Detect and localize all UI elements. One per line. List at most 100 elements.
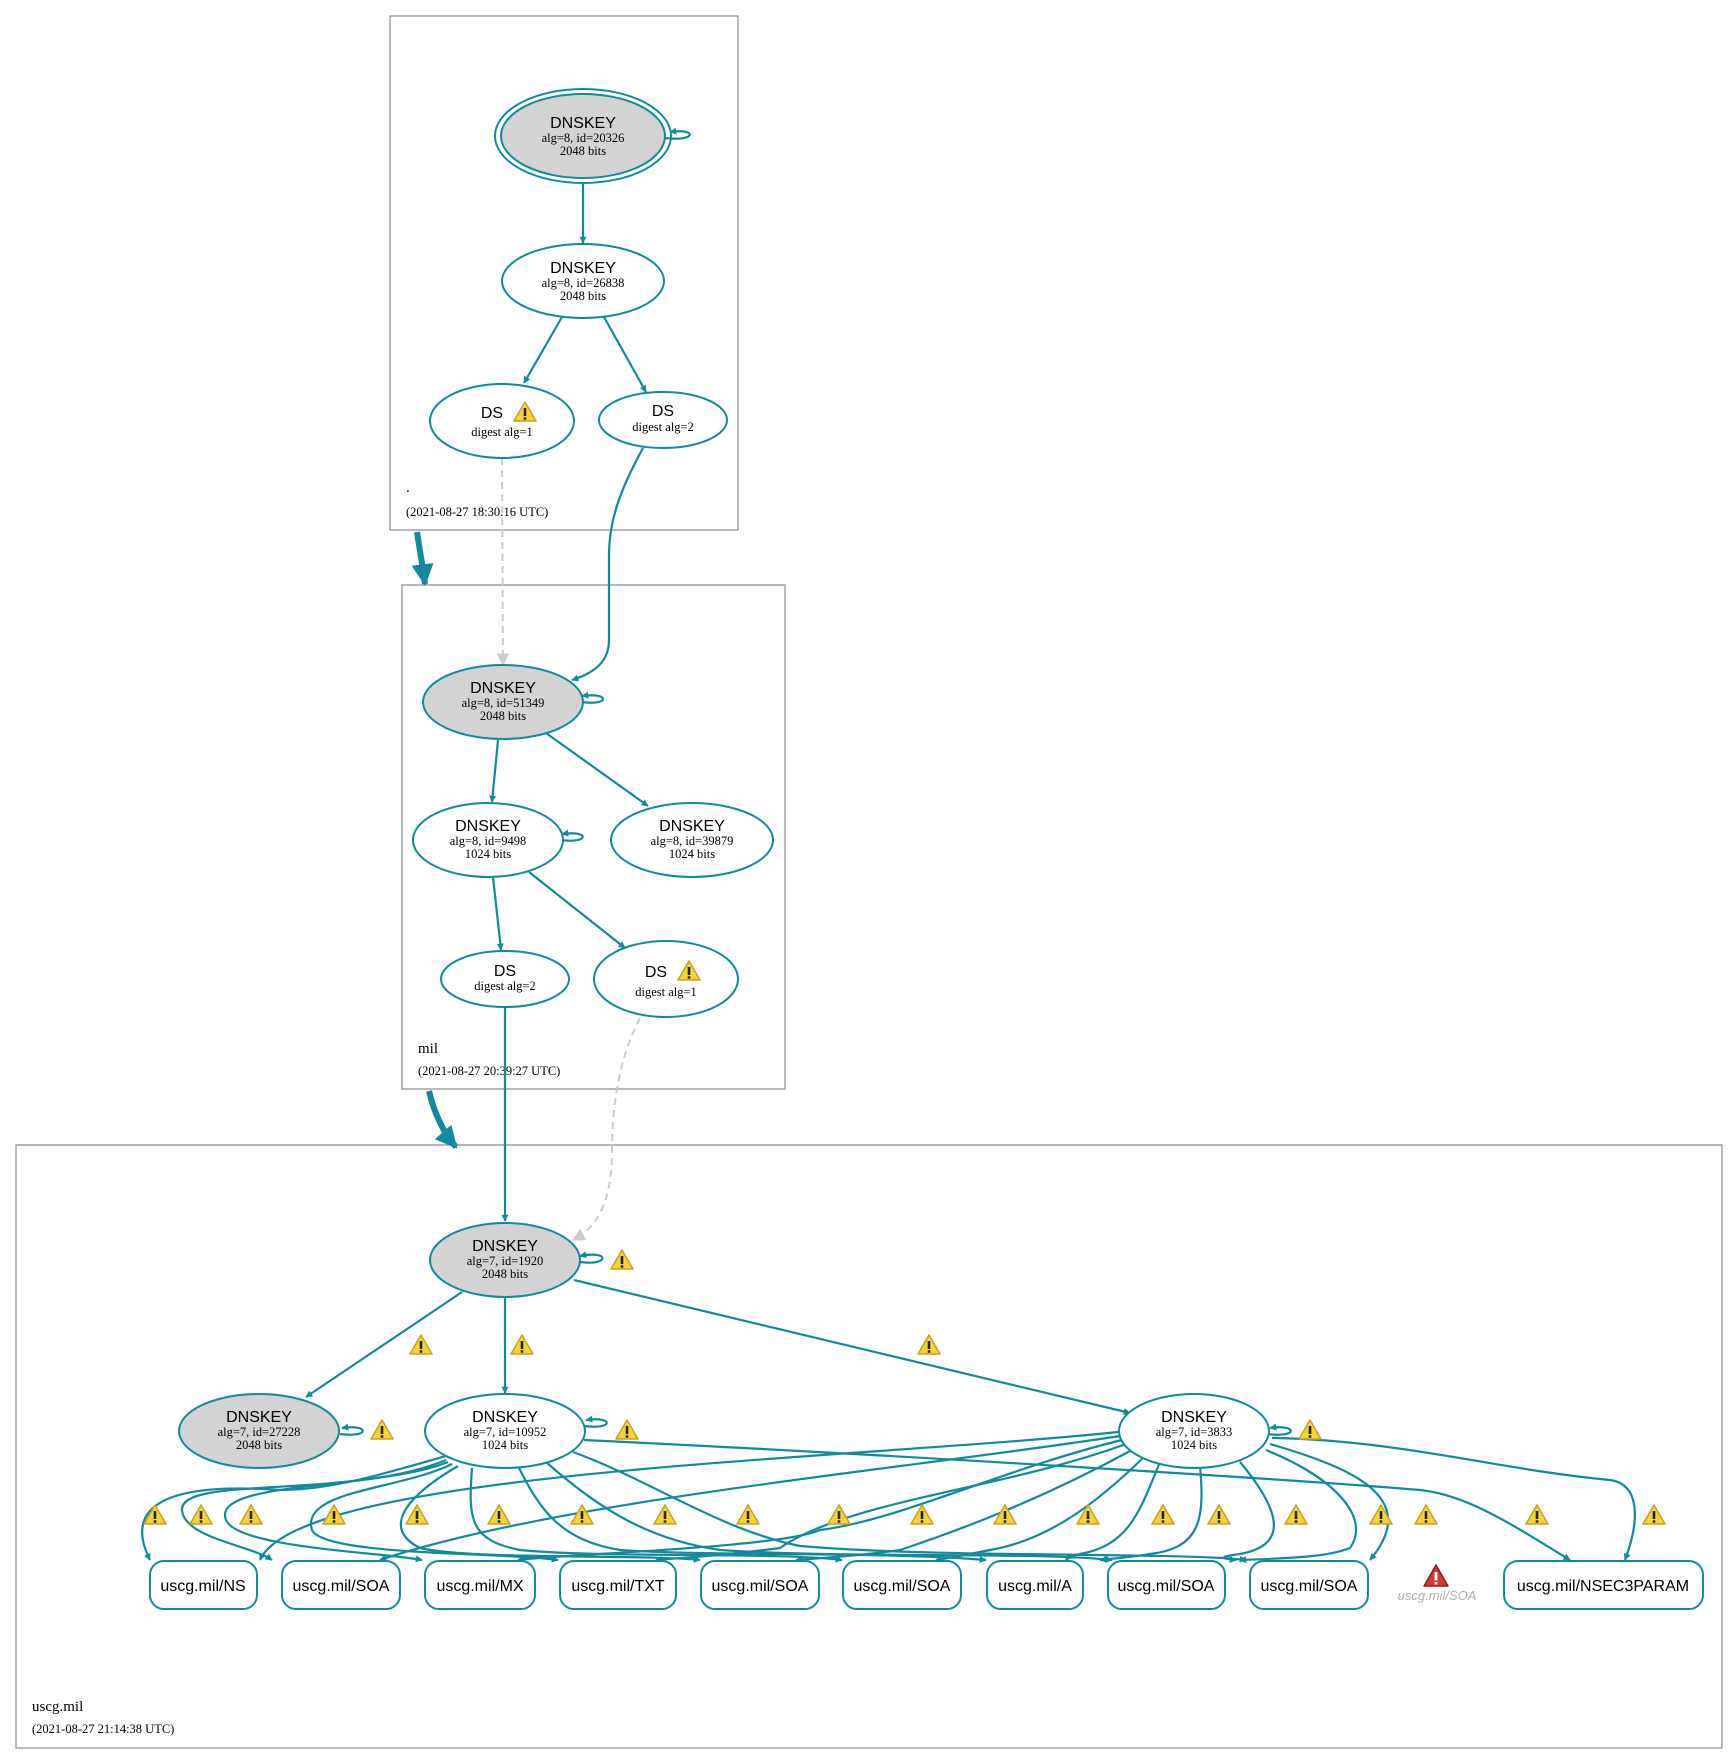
node-uscg-zsk2-line1: alg=7, id=3833 (1156, 1425, 1233, 1439)
edge-uscg-ksk-k2 (305, 1291, 463, 1398)
node-uscg-k2[interactable]: DNSKEY alg=7, id=27228 2048 bits (178, 1393, 340, 1469)
node-mil-zsk2[interactable]: DNSKEY alg=8, id=39879 1024 bits (610, 802, 774, 878)
node-uscg-zsk2[interactable]: DNSKEY alg=7, id=3833 1024 bits (1118, 1393, 1270, 1469)
edge-uscg-ksk-zsk2 (573, 1278, 1131, 1415)
warning-icon (239, 1504, 263, 1525)
edge-uscg-zsk1-self (583, 1415, 608, 1428)
rrset-missing[interactable]: uscg.mil/SOA (1398, 1564, 1477, 1603)
node-uscg-ksk-title: DNSKEY (472, 1238, 538, 1255)
warning-icon (917, 1334, 941, 1355)
node-root-ksk[interactable]: DNSKEY alg=8, id=20326 2048 bits (494, 88, 672, 184)
zone-mil-box (401, 584, 786, 1090)
edge-mil-zsk1-self (559, 829, 584, 842)
warning-icon (827, 1504, 851, 1525)
node-mil-zsk1[interactable]: DNSKEY alg=8, id=9498 1024 bits (412, 802, 564, 878)
node-mil-ksk-line1: alg=8, id=51349 (462, 696, 545, 710)
node-mil-zsk1-title: DNSKEY (455, 818, 521, 835)
node-root-ksk-title: DNSKEY (550, 115, 616, 132)
edge-mil-ksk-self (581, 691, 604, 704)
node-root-ds1[interactable]: DS digest alg=1 (429, 383, 575, 459)
node-root-ds2[interactable]: DS digest alg=2 (598, 391, 728, 449)
rrset-node[interactable]: uscg.mil/SOA (842, 1560, 962, 1610)
edge-mil-zsk1-ds2 (491, 876, 504, 951)
node-uscg-k2-line1: alg=7, id=27228 (218, 1425, 301, 1439)
node-mil-zsk2-title: DNSKEY (659, 818, 725, 835)
warning-icon (1369, 1504, 1393, 1525)
node-mil-ksk[interactable]: DNSKEY alg=8, id=51349 2048 bits (422, 664, 584, 740)
warning-icon (1298, 1419, 1322, 1440)
node-root-zsk-line2: 2048 bits (560, 289, 606, 303)
warning-icon (405, 1504, 429, 1525)
node-uscg-ksk[interactable]: DNSKEY alg=7, id=1920 2048 bits (429, 1222, 581, 1298)
node-root-ds2-line1: digest alg=2 (632, 420, 694, 434)
edge-root-ds1-mil-ksk (496, 457, 510, 667)
rrset-node[interactable]: uscg.mil/A (986, 1560, 1084, 1610)
node-mil-ksk-line2: 2048 bits (480, 709, 526, 723)
node-uscg-zsk2-title: DNSKEY (1161, 1409, 1227, 1426)
node-root-ksk-line1: alg=8, id=20326 (542, 131, 625, 145)
node-root-zsk[interactable]: DNSKEY alg=8, id=26838 2048 bits (501, 243, 665, 319)
rrset-label: uscg.mil/SOA (854, 1578, 951, 1595)
edge-root-ksk-self (664, 127, 691, 140)
warning-icon (1076, 1504, 1100, 1525)
rrset-label: uscg.mil/SOA (293, 1578, 390, 1595)
edge-root-zsk-ds1 (523, 316, 563, 384)
rrset-node[interactable]: uscg.mil/NSEC3PARAM (1503, 1560, 1704, 1610)
warning-icon (1151, 1504, 1175, 1525)
zone-root-box (389, 15, 739, 531)
delegation-root-to-mil (411, 531, 434, 587)
warning-icon (1284, 1504, 1308, 1525)
node-uscg-k2-line2: 2048 bits (236, 1438, 282, 1452)
node-mil-zsk1-line1: alg=8, id=9498 (450, 834, 527, 848)
edge-uscg-k2-self (339, 1423, 364, 1436)
rrset-label: uscg.mil/A (998, 1578, 1072, 1595)
node-uscg-ksk-line2: 2048 bits (482, 1267, 528, 1281)
warning-icon (1207, 1504, 1231, 1525)
rrset-node[interactable]: uscg.mil/TXT (559, 1560, 677, 1610)
edge-root-zsk-ds2 (603, 316, 647, 393)
zone-root-timestamp: (2021-08-27 18:30:16 UTC) (406, 505, 548, 519)
warning-icon (736, 1504, 760, 1525)
error-icon (1423, 1564, 1449, 1587)
rrset-label: uscg.mil/MX (436, 1578, 523, 1595)
edge-mil-ds1-uscg-ksk (571, 1017, 641, 1241)
zone-uscg-box (15, 1144, 1723, 1749)
rrset-node[interactable]: uscg.mil/SOA (1107, 1560, 1226, 1610)
node-mil-ds2-title: DS (494, 963, 516, 980)
edge-mil-ksk-zsk2 (545, 732, 649, 807)
node-uscg-zsk1[interactable]: DNSKEY alg=7, id=10952 1024 bits (424, 1393, 586, 1469)
edge-uscg-ksk-self (579, 1251, 604, 1264)
zone-uscg-timestamp: (2021-08-27 21:14:38 UTC) (32, 1722, 174, 1736)
rrset-node[interactable]: uscg.mil/SOA (700, 1560, 820, 1610)
node-root-zsk-line1: alg=8, id=26838 (542, 276, 625, 290)
warning-icon (370, 1419, 394, 1440)
node-mil-zsk2-line1: alg=8, id=39879 (651, 834, 734, 848)
node-uscg-zsk1-line2: 1024 bits (482, 1438, 528, 1452)
warning-icon (615, 1419, 639, 1440)
node-mil-ds1-title: DS (645, 964, 667, 981)
edges-zsk1-to-rrsets (141, 1438, 1571, 1563)
warning-icon (610, 1249, 634, 1270)
zone-uscg-name: uscg.mil (32, 1699, 83, 1715)
node-mil-ds2[interactable]: DS digest alg=2 (440, 950, 570, 1008)
warning-icon (487, 1504, 511, 1525)
node-mil-ds1[interactable]: DS digest alg=1 (593, 940, 739, 1018)
edge-uscg-zsk2-self (1267, 1423, 1292, 1436)
rrset-label: uscg.mil/NSEC3PARAM (1517, 1578, 1689, 1595)
edge-root-ds2-mil-ksk (571, 447, 644, 682)
node-mil-ds1-line1: digest alg=1 (635, 985, 697, 999)
node-mil-ksk-title: DNSKEY (470, 680, 536, 697)
zone-mil-timestamp: (2021-08-27 20:39:27 UTC) (418, 1064, 560, 1078)
rrset-label: uscg.mil/TXT (571, 1578, 665, 1595)
rrset-node[interactable]: uscg.mil/MX (424, 1560, 536, 1610)
rrset-node[interactable]: uscg.mil/NS (149, 1560, 258, 1610)
rrset-node[interactable]: uscg.mil/SOA (1249, 1560, 1369, 1610)
warning-icon (910, 1504, 934, 1525)
warnings-uscg (143, 1249, 1666, 1525)
rrset-missing-label: uscg.mil/SOA (1398, 1588, 1477, 1603)
rrset-label: uscg.mil/SOA (1118, 1578, 1215, 1595)
node-mil-zsk1-line2: 1024 bits (465, 847, 511, 861)
delegation-mil-to-uscg (426, 1090, 459, 1149)
rrset-node[interactable]: uscg.mil/SOA (281, 1560, 401, 1610)
